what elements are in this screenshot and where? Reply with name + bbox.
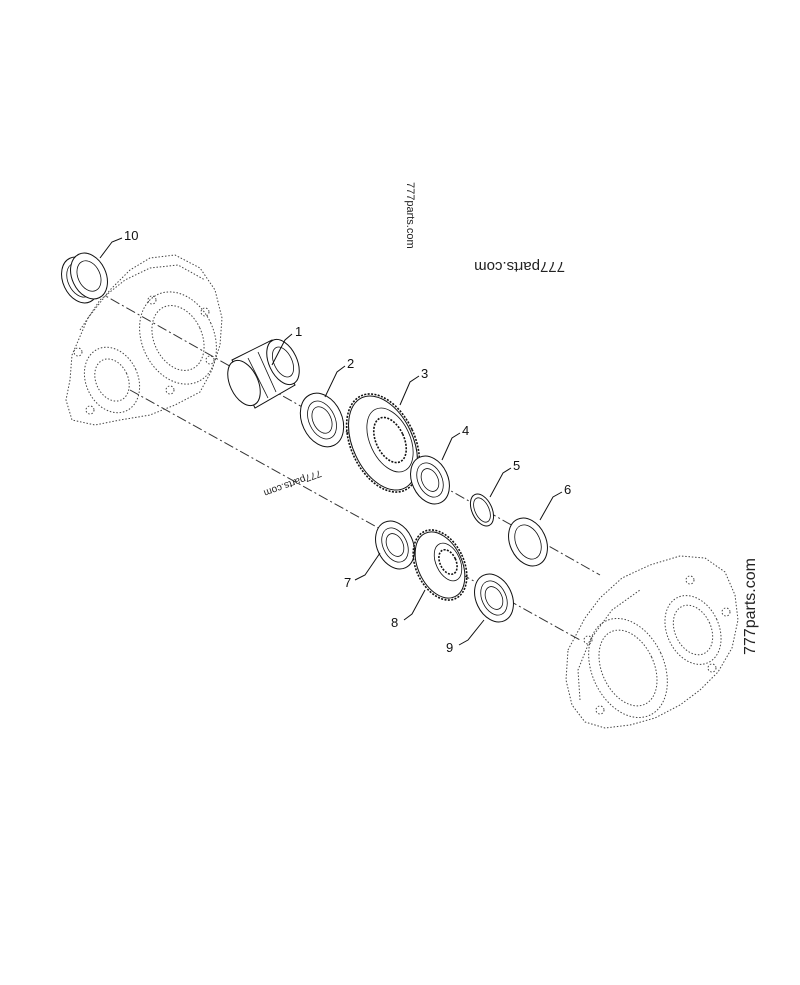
watermark-vertical-top: 777parts.com (404, 182, 416, 249)
part-10-cap (61, 252, 108, 304)
part-1-sleeve (227, 338, 300, 409)
leader-lines (99, 237, 563, 646)
callout-4: 4 (462, 423, 469, 438)
callout-9: 9 (446, 640, 453, 655)
part-8-small-gear (412, 529, 468, 601)
callout-7: 7 (344, 575, 351, 590)
callout-5: 5 (513, 458, 520, 473)
part-5-snap-ring (469, 493, 495, 527)
part-4-bearing (410, 455, 450, 505)
part-7-bearing (375, 520, 415, 570)
part-9-bearing (474, 573, 514, 623)
left-housing (65, 254, 223, 426)
callout-2: 2 (347, 356, 354, 371)
part-6-bearing (508, 517, 548, 567)
callout-labels: 10 1 2 3 4 5 6 7 8 9 (124, 228, 571, 655)
callout-3: 3 (421, 366, 428, 381)
callout-8: 8 (391, 615, 398, 630)
watermark-vertical-right: 777parts.com (742, 558, 759, 655)
callout-1: 1 (295, 324, 302, 339)
part-2-bearing (299, 392, 345, 448)
callout-6: 6 (564, 482, 571, 497)
watermark-middle-upside-down: 777parts.com (262, 467, 323, 498)
watermark-upside-down: 777parts.com (474, 258, 565, 275)
callout-10: 10 (124, 228, 138, 243)
right-housing (565, 555, 739, 729)
part-3-large-gear (345, 393, 421, 493)
